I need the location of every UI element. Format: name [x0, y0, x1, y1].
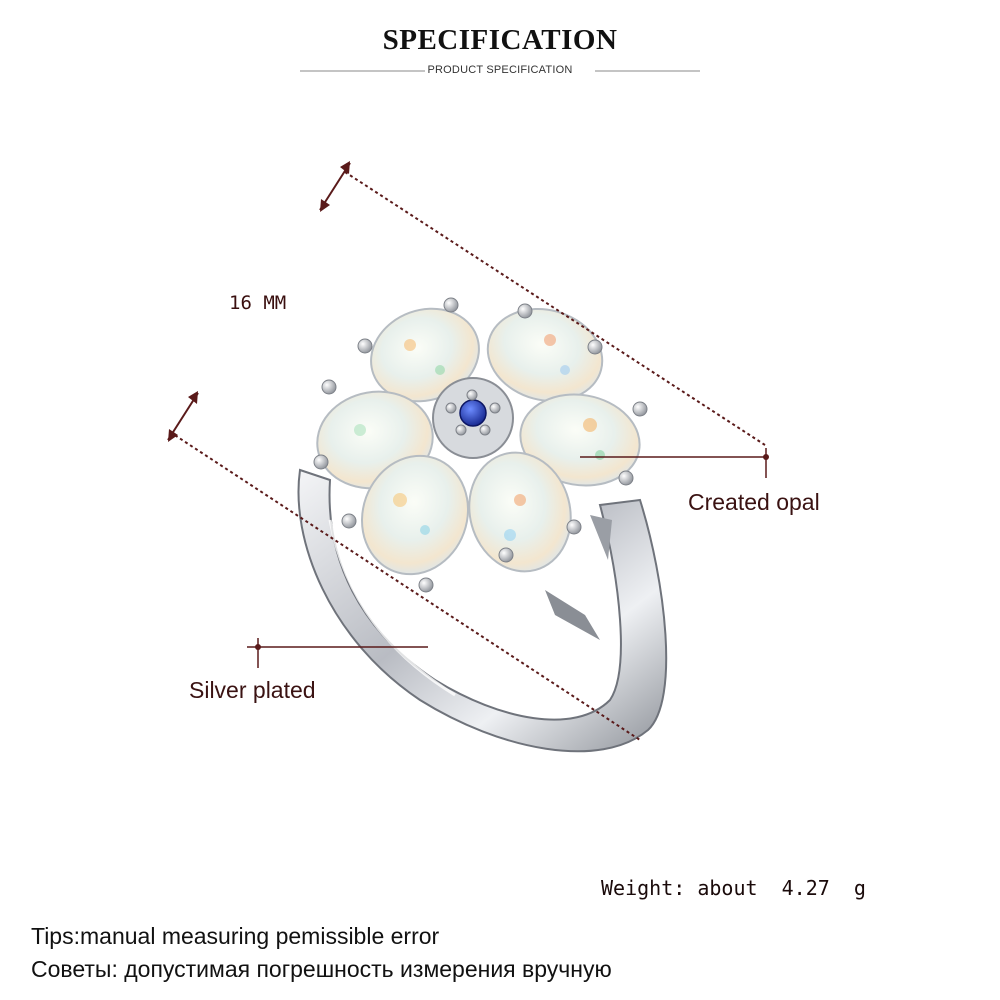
opal-petal [519, 393, 641, 487]
opal-petals [316, 307, 641, 576]
band-callout-label: Silver plated [189, 677, 316, 703]
opal-petal [486, 308, 604, 402]
stone-callout-label: Created opal [688, 489, 820, 515]
opal-petal [468, 451, 572, 573]
subtitle-row: PRODUCT SPECIFICATION [300, 64, 700, 80]
page-title: SPECIFICATION [382, 24, 618, 56]
center-setting [432, 377, 514, 459]
opal-callout-leader [580, 448, 768, 478]
callout-dot-icon [255, 644, 261, 650]
blue-center-stone [459, 399, 487, 427]
tips-english: Tips:manual measuring pemissible error [31, 923, 440, 949]
ring-band [297, 468, 668, 753]
callout-dot-icon [763, 454, 769, 460]
prongs [313, 297, 648, 593]
opal-petal [361, 454, 469, 576]
silver-callout-leader [247, 638, 428, 668]
tips-russian: Советы: допустимая погрешность измерения… [31, 956, 612, 982]
weight-text: Weight: about 4.27 g [601, 876, 866, 900]
page-subtitle: PRODUCT SPECIFICATION [427, 64, 573, 76]
dimension-label: 16 MM [229, 292, 287, 314]
dimension-arrow-icons [168, 161, 350, 442]
